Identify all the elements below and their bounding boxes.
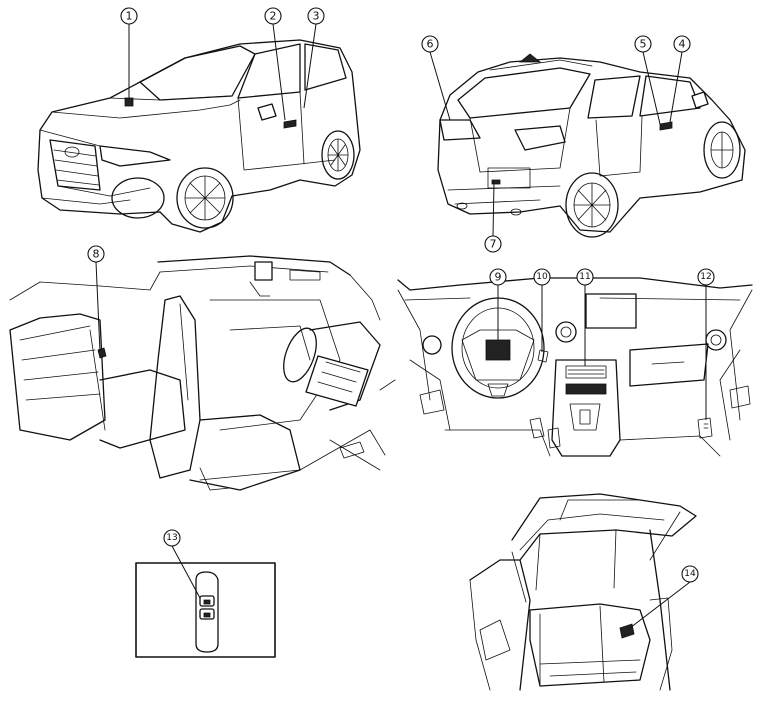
callout-13: 13 [163, 529, 181, 547]
svg-text:11: 11 [579, 272, 590, 282]
leader-14 [629, 581, 691, 629]
leader-lines [95, 23, 707, 629]
svg-text:2: 2 [270, 10, 277, 23]
leader-4 [669, 51, 683, 123]
svg-text:14: 14 [684, 569, 696, 579]
car-front-view [37, 39, 361, 233]
leader-8 [95, 261, 101, 353]
leader-7 [492, 181, 495, 237]
leader-5 [642, 51, 661, 125]
callout-3: 3 [307, 7, 325, 25]
leader-13 [171, 545, 201, 599]
callout-11: 11 [576, 268, 594, 286]
svg-text:3: 3 [313, 10, 320, 23]
svg-text:9: 9 [495, 271, 502, 284]
svg-text:10: 10 [536, 272, 548, 282]
callout-1: 1 [120, 7, 138, 25]
callout-9: 9 [489, 268, 507, 286]
liftgate-view [469, 493, 697, 691]
svg-text:4: 4 [679, 38, 686, 51]
leader-2 [272, 23, 286, 121]
svg-text:6: 6 [427, 38, 434, 51]
callout-10: 10 [533, 268, 551, 286]
leader-3 [303, 23, 317, 109]
callout-12: 12 [697, 268, 715, 286]
key-fob-panel [135, 562, 276, 658]
leader-6 [429, 51, 451, 121]
svg-text:5: 5 [640, 38, 647, 51]
callout-2: 2 [264, 7, 282, 25]
svg-text:12: 12 [700, 272, 711, 282]
callout-6: 6 [421, 35, 439, 53]
svg-text:13: 13 [166, 533, 177, 543]
svg-text:7: 7 [490, 238, 497, 251]
callout-8: 8 [87, 245, 105, 263]
car-rear-view [437, 53, 746, 238]
dashboard-view [397, 277, 753, 457]
callout-14: 14 [681, 565, 699, 583]
callout-5: 5 [634, 35, 652, 53]
callout-4: 4 [673, 35, 691, 53]
svg-text:1: 1 [126, 10, 133, 23]
svg-text:8: 8 [93, 248, 100, 261]
callout-7: 7 [484, 235, 502, 253]
cabin-side-view [9, 255, 396, 491]
